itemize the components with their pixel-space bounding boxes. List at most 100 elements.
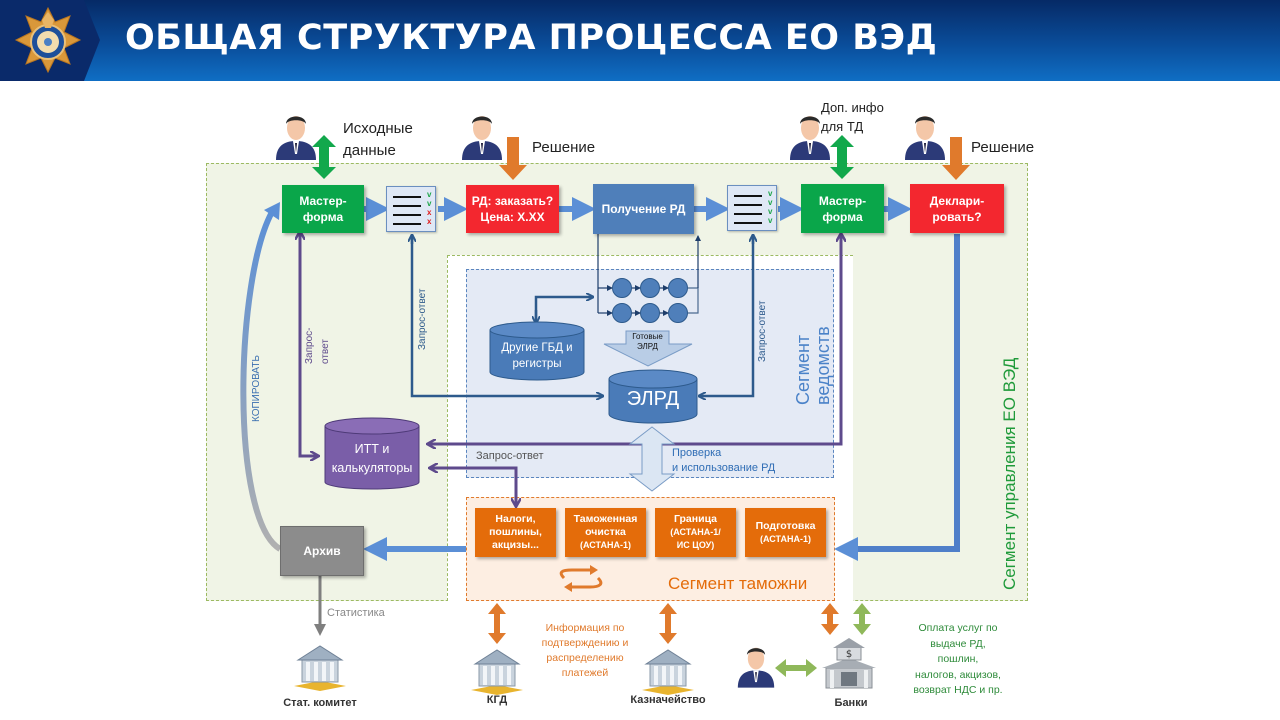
cross-mark: x	[427, 217, 432, 226]
otherdb-process-link	[534, 297, 592, 318]
customs-box-line: Граница	[673, 513, 717, 525]
stat-committee-label: Стат. комитет	[283, 697, 357, 709]
person-icon	[462, 116, 502, 160]
master-form-1[interactable]: Мастер-форма	[282, 185, 364, 233]
ready-elrd-line2: ЭЛРД	[637, 342, 658, 351]
master-form-1-line2: форма	[302, 210, 344, 224]
copy-arrow	[240, 210, 282, 552]
cross-mark: x	[427, 208, 432, 217]
rd-order-box[interactable]: РД: заказать? Цена: X.XX	[466, 185, 559, 233]
master2-itt-link	[428, 238, 843, 444]
government-building-icon	[471, 649, 523, 695]
agencies-segment-line1: Сегмент	[793, 334, 813, 405]
req-resp-label-3: Запрос-ответ	[757, 300, 768, 362]
payment-info-line: платежей	[561, 667, 609, 679]
check-use-line2: и использование РД	[672, 462, 776, 474]
check-use-line1: Проверка	[672, 447, 722, 459]
check-mark: v	[768, 207, 773, 216]
other-db-label: Другие ГБД и регистры	[490, 340, 584, 372]
itt-line1: ИТТ и	[354, 442, 390, 456]
customs-box-preparation[interactable]: Подготовка(АСТАНА-1)	[745, 508, 826, 557]
archive-box[interactable]: Архив	[280, 526, 364, 576]
orange-down-arrow-2	[942, 137, 970, 180]
other-db-line1: Другие ГБД и	[501, 342, 573, 354]
payment-info-label: Информация по подтверждению и распределе…	[530, 621, 640, 681]
bank-icon: $	[822, 638, 876, 689]
ready-elrd-label: Готовые ЭЛРД	[626, 332, 669, 352]
customs-box-taxes[interactable]: Налоги,пошлины,акцизы...	[475, 508, 556, 557]
extra-info-line1: Доп. инфо	[821, 100, 884, 115]
itt-line2: калькуляторы	[331, 461, 413, 475]
person-icon	[276, 116, 316, 160]
master-form-2[interactable]: Мастер-форма	[801, 184, 884, 233]
rd-order-line1: РД: заказать?	[471, 194, 554, 208]
customs-box-line: Подготовка	[755, 519, 816, 532]
person-icon	[737, 647, 775, 688]
req-resp-label-2: Запрос-ответ	[417, 288, 428, 350]
itt-cylinder	[324, 417, 420, 490]
customs-box-line: пошлины,	[489, 526, 542, 538]
req-resp-label-4: Запрос-ответ	[476, 450, 544, 462]
customs-box-line: очистка	[585, 526, 626, 538]
declare-box[interactable]: Деклари-ровать?	[910, 184, 1004, 233]
master-form-2-line2: форма	[822, 209, 863, 224]
page-title: ОБЩАЯ СТРУКТУРА ПРОЦЕССА ЕО ВЭД	[125, 18, 938, 58]
check-mark: v	[768, 198, 773, 207]
payment-services-label: Оплата услуг по выдаче РД, пошлин, налог…	[900, 621, 1016, 699]
payment-info-line: Информация по	[545, 622, 625, 634]
check-mark: v	[768, 216, 773, 225]
master1-itt-link	[298, 236, 318, 456]
payment-info-line: распределению	[546, 652, 624, 664]
rd-order-line2: Цена: X.XX	[480, 210, 545, 224]
payment-services-line: налогов, акцизов,	[915, 668, 1001, 681]
initial-data-line2: данные	[343, 142, 396, 159]
checklist2-elrd-link	[700, 238, 755, 396]
customs-box-line: (АСТАНА-1)	[580, 540, 631, 550]
customs-segment-label: Сегмент таможни	[668, 574, 808, 593]
svg-text:$: $	[846, 649, 852, 660]
bank-customs-arrow	[821, 603, 839, 635]
person-icon	[905, 116, 945, 160]
ready-elrd-line1: Готовые	[632, 332, 663, 341]
customs-box-border[interactable]: Граница(АСТАНА-1/ИС ЦОУ)	[655, 508, 736, 557]
other-db-line2: регистры	[512, 358, 562, 370]
other-db-cylinder	[489, 321, 585, 381]
agencies-segment-line2: ведомств	[813, 326, 833, 405]
elrd-cylinder	[608, 369, 698, 424]
copy-label: КОПИРОВАТЬ	[251, 355, 262, 422]
customs-box-line: акцизы...	[492, 539, 539, 551]
initial-data-label: Исходные данные	[343, 118, 413, 162]
person-bank-arrow	[775, 659, 817, 677]
payment-services-line: выдаче РД,	[930, 637, 986, 650]
check-use-label: Проверка и использование РД	[672, 446, 775, 476]
bank-management-arrow	[853, 603, 871, 635]
req-resp-1-line2: ответ	[320, 339, 331, 364]
get-rd-box[interactable]: Получение РД	[593, 184, 694, 234]
customs-box-line: Таможенная	[573, 513, 638, 525]
check-mark: v	[768, 189, 773, 198]
banks-label: Банки	[834, 697, 868, 709]
treasury-label: Казначейство	[630, 694, 706, 706]
government-building-icon	[642, 649, 694, 695]
checklist-2[interactable]: v v v v	[727, 185, 777, 231]
declare-line2: ровать?	[932, 209, 982, 224]
customs-box-line: (АСТАНА-1/	[670, 527, 721, 537]
req-resp-1-line1: Запрос-	[304, 327, 315, 364]
declare-line1: Деклари-	[929, 193, 985, 208]
management-segment-label: Сегмент управления ЕО ВЭД	[1000, 357, 1019, 590]
master-form-2-line1: Мастер-	[818, 193, 867, 208]
elrd-label: ЭЛРД	[626, 388, 680, 410]
payment-services-line: возврат НДС и пр.	[913, 684, 1003, 696]
customs-box-line: (АСТАНА-1)	[760, 533, 811, 544]
check-mark: v	[427, 199, 432, 208]
agencies-segment-label: Сегмент ведомств	[793, 326, 833, 405]
statistics-label: Статистика	[327, 607, 385, 619]
declare-to-customs-arrow	[834, 234, 960, 561]
person-icon	[790, 116, 830, 160]
treasury-arrow	[659, 603, 677, 644]
req-resp-label-1: Запрос- ответ	[302, 328, 334, 364]
process-network	[597, 234, 701, 323]
checklist-1[interactable]: v v x x	[386, 186, 436, 232]
